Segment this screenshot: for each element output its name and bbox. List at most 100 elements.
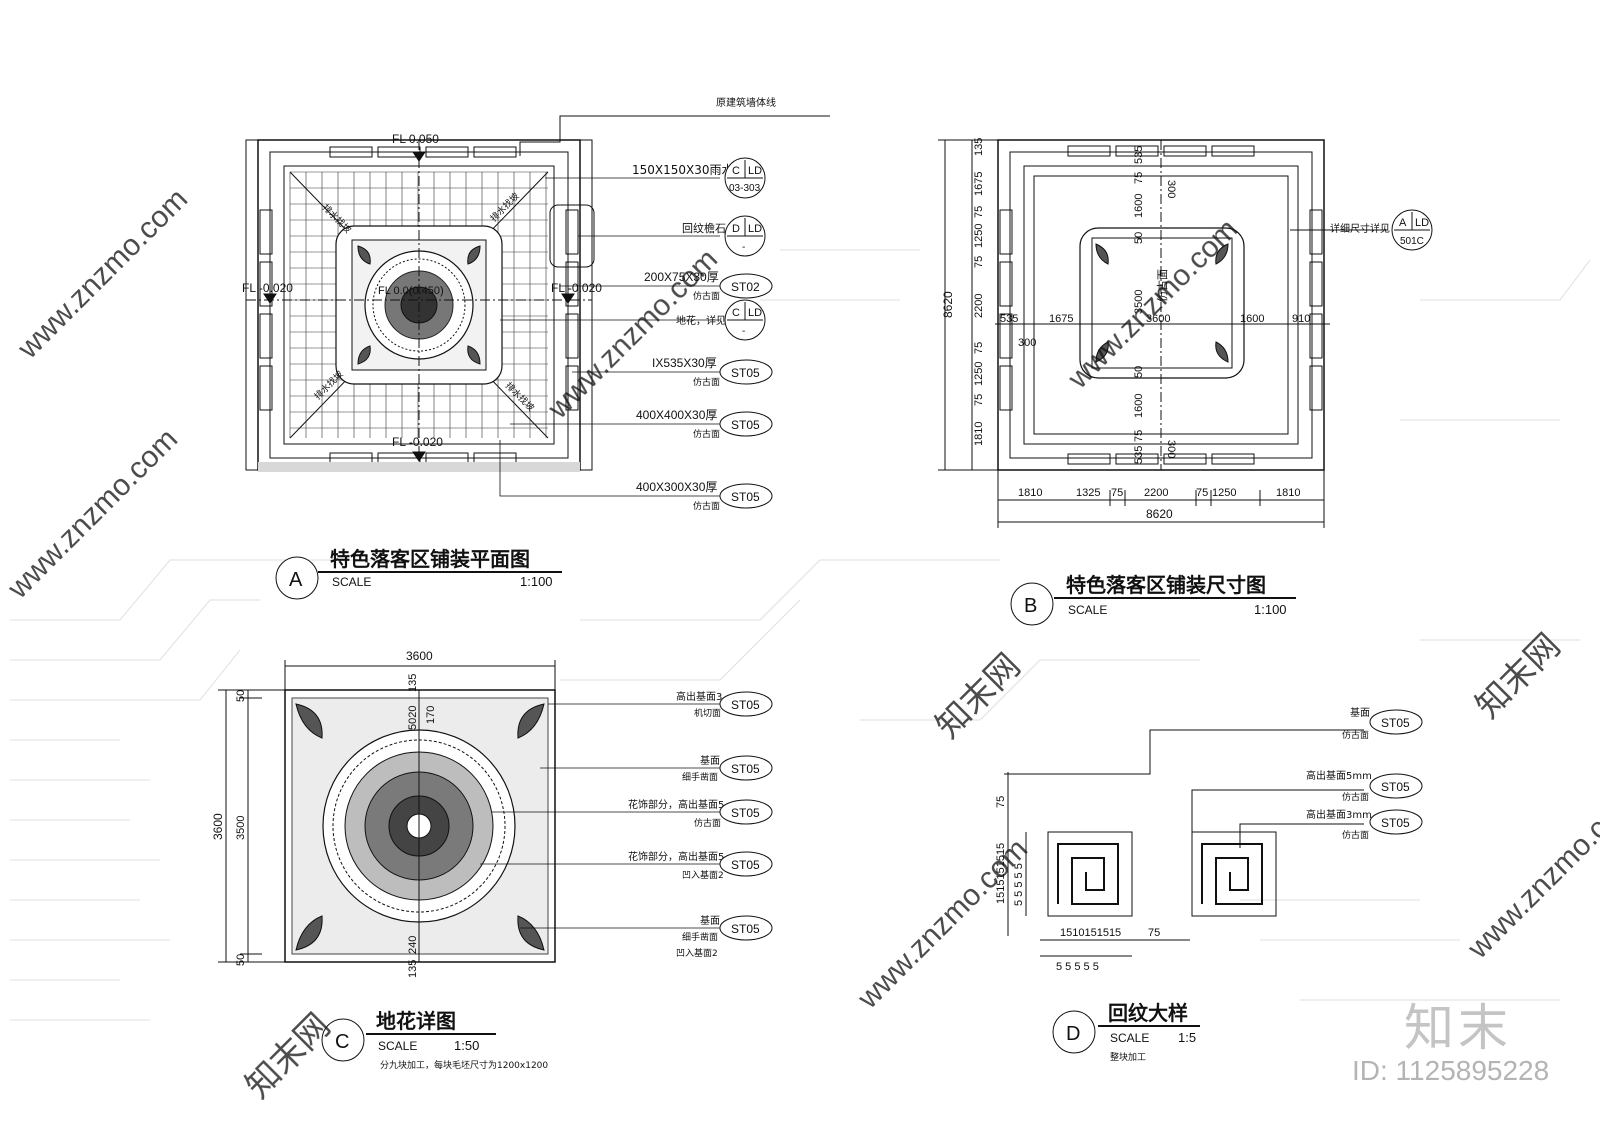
callout-c2-tag: ST05 — [731, 762, 760, 776]
tag-ellipse — [719, 915, 773, 941]
mid-dim: 535 — [1000, 313, 1018, 325]
level-center: FL 0.0(0.450) — [378, 285, 444, 297]
tag-ellipse — [719, 273, 773, 299]
vert-inner-dim: 300 — [1165, 440, 1177, 458]
callout-a2-text: 回纹檐石 — [682, 221, 726, 235]
d-dim-5s: 5 5 5 5 5 — [1013, 863, 1025, 906]
drawing-b-scale: 1:100 — [1254, 602, 1287, 617]
left-dim: 75 — [973, 256, 985, 268]
d-dim-stack: 1515151515 — [995, 843, 1007, 904]
level-bottom: FL -0.020 — [392, 435, 443, 449]
marker-a-letter: A — [289, 569, 303, 591]
c-top-dim: 3600 — [406, 649, 433, 663]
callout-a1-ref — [724, 157, 766, 199]
drawing-b-text: 仿古面 详细尺寸详见 A LD 501C 8620 135 1675 75 12… — [941, 138, 1433, 626]
left-dim: 135 — [973, 138, 985, 156]
c-left-dim: 50 — [235, 690, 247, 702]
callout-c3-sub: 仿古面 — [694, 817, 721, 829]
left-dim: 75 — [973, 342, 985, 354]
tag-ellipse — [719, 483, 773, 509]
left-dim: 75 — [973, 394, 985, 406]
callout-a6-sub: 仿古面 — [693, 428, 720, 440]
watermark-brand: 知末网 — [1468, 626, 1568, 726]
watermark-layer: www.znzmo.com www.znzmo.com www.znzmo.co… — [1, 182, 1600, 1106]
drawing-c-text: 3600 3600 50 3500 50 135 5020 170 240 13… — [211, 649, 773, 1071]
callout-a1-text: 150X150X30雨水口 — [632, 163, 746, 177]
drawing-marker-b — [1010, 582, 1054, 626]
drawing-marker-c — [321, 1018, 365, 1062]
c-left-dim: 3500 — [235, 816, 247, 840]
callout-a4-ref — [724, 299, 766, 341]
callout-d3-tag: ST05 — [1381, 816, 1410, 830]
c-inner-dim: 5020 — [407, 706, 419, 730]
callout-a3-tag: ST02 — [731, 280, 760, 294]
left-dim: 2200 — [973, 294, 985, 318]
drawing-d-note: 整块加工 — [1110, 1051, 1146, 1063]
vert-inner-dim: 300 — [1165, 180, 1177, 198]
brand-logo: 知末 — [1404, 999, 1512, 1057]
watermark-site: www.znzmo.com — [851, 832, 1034, 1015]
drawing-a-scale-label: SCALE — [332, 575, 371, 589]
bottom-dim: 1810 — [1276, 487, 1300, 499]
callout-a6-tag: ST05 — [731, 418, 760, 432]
bottom-dim: 1325 — [1076, 487, 1100, 499]
bottom-dim: 1810 — [1018, 487, 1042, 499]
callout-c3-tag: ST05 — [731, 806, 760, 820]
vert-dim: 50 — [1133, 232, 1145, 244]
drawing-c-floor-medallion — [218, 660, 720, 963]
bottom-dim: 1250 — [1212, 487, 1236, 499]
callout-a5-tag: ST05 — [731, 366, 760, 380]
detail-ref-right: LD — [1415, 217, 1429, 229]
level-right: FL -0.020 — [551, 281, 602, 295]
vert-dim: 535 — [1133, 446, 1145, 464]
drawing-d-text: 基面 仿古面 ST05 高出基面5mm 仿古面 ST05 高出基面3mm 仿古面… — [995, 706, 1423, 1063]
callout-d1-tag: ST05 — [1381, 716, 1410, 730]
detail-note: 详细尺寸详见 — [1330, 222, 1390, 235]
callout-a7-text: 400X300X30厚 — [636, 480, 717, 494]
top-note-text: 原建筑墙体线 — [716, 96, 776, 109]
tag-ellipse — [719, 359, 773, 385]
callout-c1-tag: ST05 — [731, 698, 760, 712]
mid-dim: 910 — [1292, 313, 1310, 325]
tag-ellipse — [719, 691, 773, 717]
drawing-c-title: 地花详图 — [376, 1009, 456, 1033]
tag-ellipse — [1369, 773, 1423, 799]
callout-a2-ref-right: LD — [748, 223, 762, 235]
left-dim: 1675 — [973, 172, 985, 196]
callout-a5-sub: 仿古面 — [693, 376, 720, 388]
callout-c2-sub: 细手凿面 — [682, 771, 718, 783]
mid-dim: 1675 — [1049, 313, 1073, 325]
drawing-marker-d — [1052, 1010, 1096, 1054]
drawing-a-title: 特色落客区铺装平面图 — [330, 547, 530, 571]
callout-a5-text: IX535X30厚 — [652, 356, 717, 370]
callout-c3-text: 花饰部分，高出基面5 — [628, 798, 724, 811]
callout-a4-text: 地花，详见 — [676, 314, 726, 327]
callout-a1-ref-bottom: 03-303 — [729, 183, 761, 194]
tag-ellipse — [719, 411, 773, 437]
detail-ref-bottom: 501C — [1400, 236, 1424, 247]
left-dim: 1250 — [973, 224, 985, 248]
detail-ref — [1391, 209, 1433, 251]
level-left: FL -0.020 — [242, 281, 293, 295]
watermark-site: www.znzmo.com — [1, 422, 184, 605]
drawing-c-scale-label: SCALE — [378, 1039, 417, 1053]
c-inner-dim: 135 — [407, 960, 419, 978]
callout-a4-ref-bottom: - — [742, 326, 745, 337]
level-top: FL 0.050 — [392, 132, 439, 146]
callout-a2-ref-top: D — [732, 223, 740, 235]
callout-c5-sub2: 凹入基面2 — [676, 947, 718, 959]
vert-dim: 1600 — [1133, 194, 1145, 218]
left-dim: 75 — [973, 206, 985, 218]
marker-d-letter: D — [1066, 1023, 1080, 1045]
left-dim: 1250 — [973, 362, 985, 386]
drawing-b-dimension-plan — [938, 139, 1388, 528]
callout-c5-sub: 细手凿面 — [682, 931, 718, 943]
callout-d3-sub: 仿古面 — [1342, 829, 1369, 841]
tag-ellipse — [1369, 809, 1423, 835]
drawing-a-scale: 1:100 — [520, 574, 553, 589]
drawing-c-note: 分九块加工，每块毛坯尺寸为1200x1200 — [380, 1059, 548, 1071]
drawing-marker-a — [275, 556, 319, 600]
tag-ellipse — [719, 755, 773, 781]
drawing-c-scale: 1:50 — [454, 1038, 479, 1053]
